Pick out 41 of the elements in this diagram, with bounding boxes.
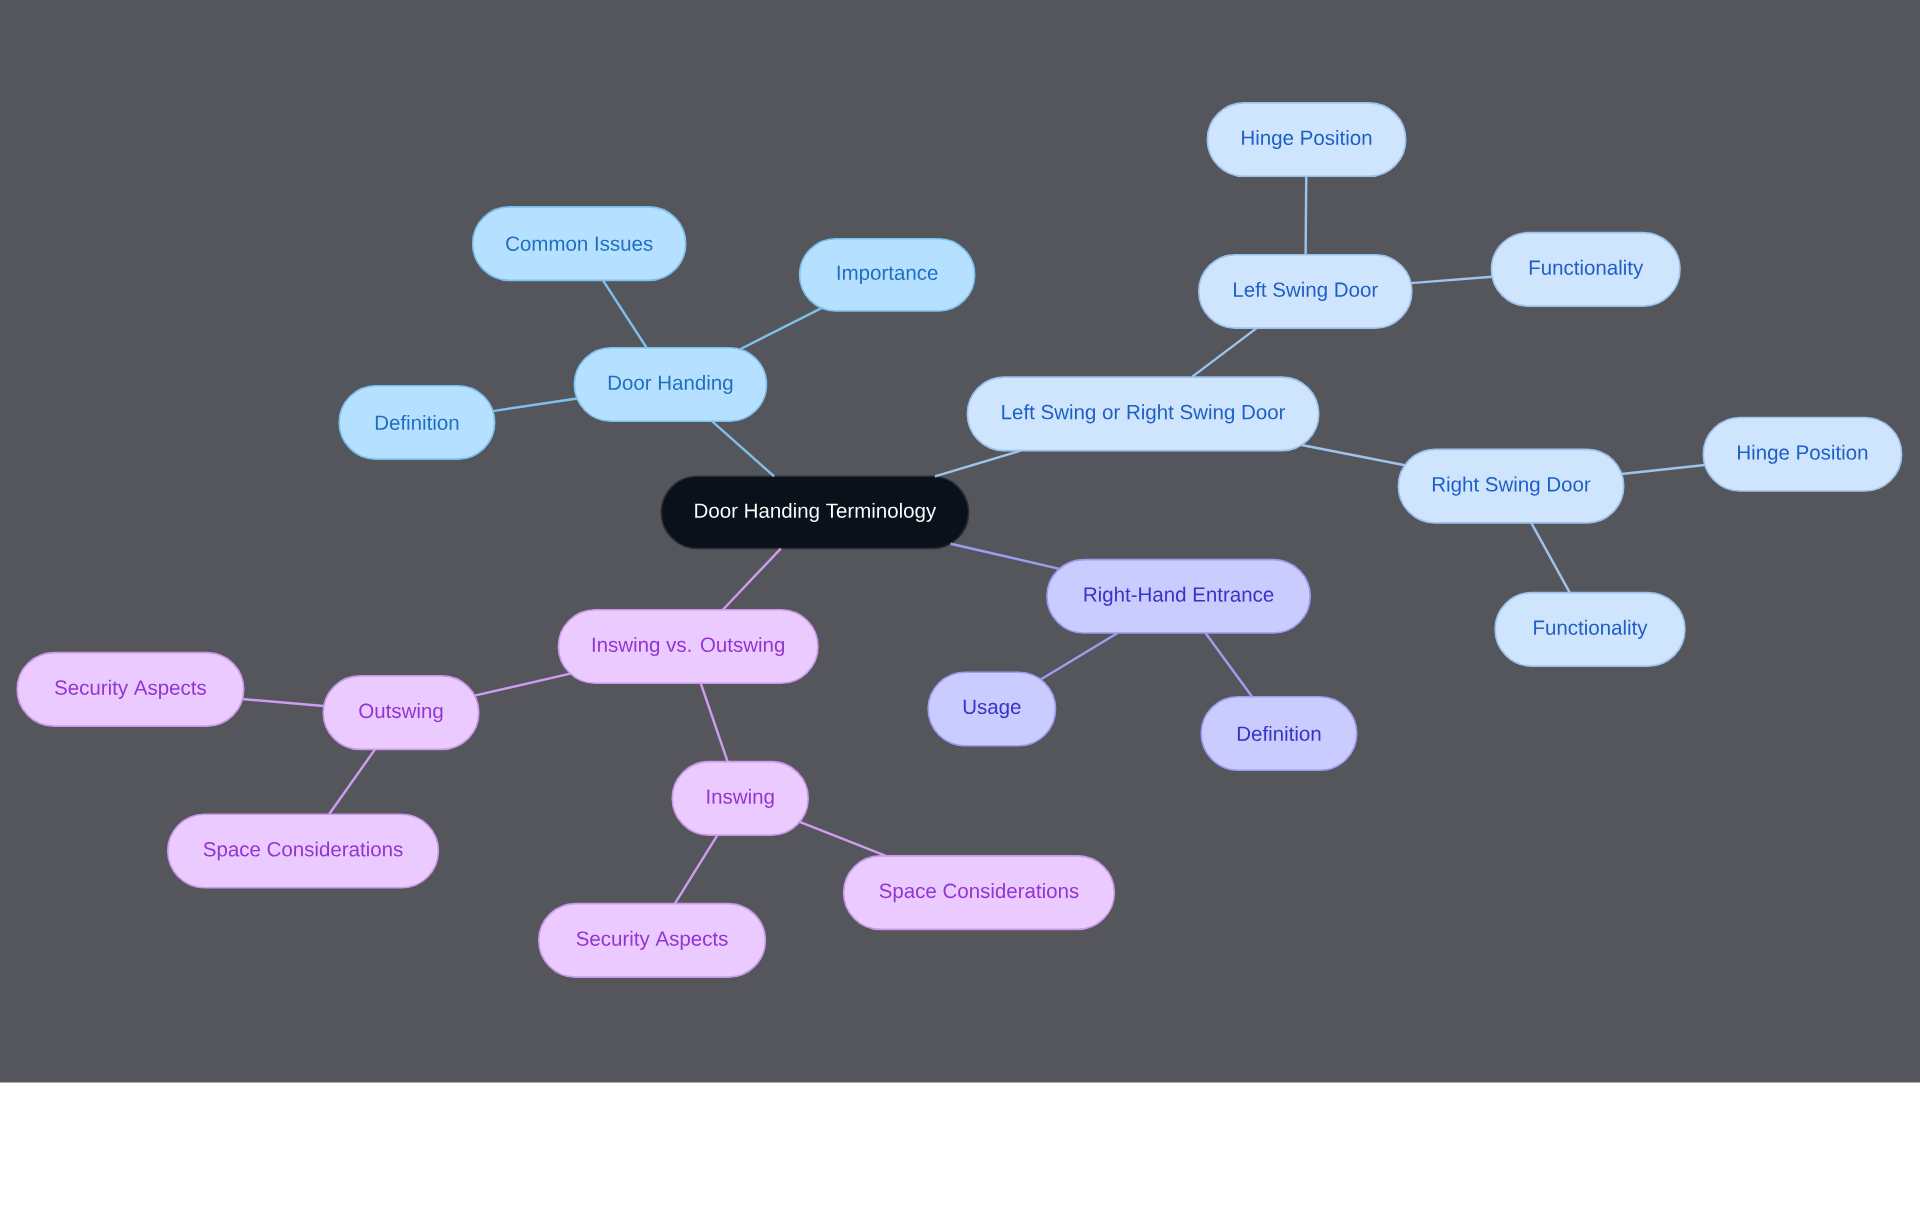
connector-line xyxy=(1621,463,1705,476)
connector-line xyxy=(1304,176,1308,255)
connector-line xyxy=(328,748,376,815)
topic-node: Hinge Position xyxy=(1702,416,1903,492)
topic-node: Left Swing or Right Swing Door xyxy=(966,376,1320,452)
topic-node: Space Considerations xyxy=(166,813,440,889)
topic-node: Security Aspects xyxy=(538,902,767,978)
topic-node: Common Issues xyxy=(471,206,687,282)
connector-line xyxy=(602,279,648,349)
topic-node: Space Considerations xyxy=(842,855,1116,931)
topic-node: Right Swing Door xyxy=(1397,448,1625,524)
connector-line xyxy=(722,547,782,611)
topic-node: Security Aspects xyxy=(16,651,245,727)
topic-node: Importance xyxy=(798,237,976,312)
central-topic: Door Handing Terminology xyxy=(660,475,970,550)
topic-node: Inswing vs. Outswing xyxy=(557,609,819,685)
connector-line xyxy=(699,682,729,762)
connector-line xyxy=(739,307,823,351)
connector-line xyxy=(1191,327,1258,379)
connector-line xyxy=(492,397,578,413)
connector-line xyxy=(711,420,775,478)
topic-node: Outswing xyxy=(322,675,480,751)
connector-line xyxy=(1040,632,1119,681)
connector-line xyxy=(950,542,1060,570)
connector-line xyxy=(673,834,719,905)
topic-node: Door Handing xyxy=(573,346,768,422)
connector-line xyxy=(1410,275,1493,285)
topic-node: Left Swing Door xyxy=(1198,253,1413,329)
topic-node: Right-Hand Entrance xyxy=(1046,558,1311,634)
connector-line xyxy=(1530,522,1571,594)
topic-node: Functionality xyxy=(1494,591,1686,667)
topic-node: Hinge Position xyxy=(1206,102,1407,178)
connector-line xyxy=(1204,632,1254,698)
connector-line xyxy=(1301,443,1406,467)
connector-line xyxy=(934,449,1022,478)
topic-node: Functionality xyxy=(1490,231,1681,307)
connector-line xyxy=(242,697,324,708)
topic-node: Definition xyxy=(338,384,496,460)
connector-line xyxy=(799,820,887,858)
connector-line xyxy=(474,672,571,697)
topic-node: Definition xyxy=(1200,695,1358,771)
